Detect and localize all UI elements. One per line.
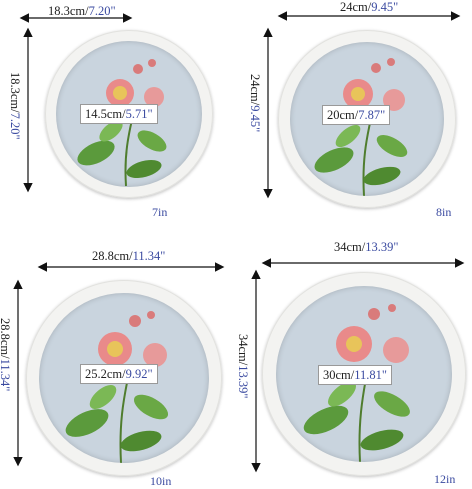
- rose-illustration: [77, 59, 167, 187]
- frame-1-height-label: 18.3cm/7.20": [8, 72, 22, 140]
- rose-illustration: [314, 58, 408, 196]
- rose-illustration: [65, 311, 169, 463]
- frame-3-size-tag: 10in: [150, 474, 172, 488]
- frame-4-inner-label: 30cm/11.81": [318, 365, 393, 385]
- frame-2-width-label: 24cm/9.45": [340, 0, 399, 14]
- frame-2-height-label: 24cm/9.45": [248, 74, 262, 133]
- frame-2-size-tag: 8in: [436, 205, 452, 219]
- frame-1-size-tag: 7in: [152, 205, 168, 219]
- rose-illustration: [303, 304, 410, 462]
- frame-3-height-label: 28.8cm/11.34": [0, 318, 12, 392]
- frame-3-inner-label: 25.2cm/9.92": [80, 364, 158, 384]
- frame-4-width-label: 34cm/13.39": [334, 240, 399, 254]
- frame-1-inner-label: 14.5cm/5.71": [80, 104, 158, 124]
- frame-2-inner-label: 20cm/7.87": [322, 105, 391, 125]
- frame-4-size-tag: 12in: [434, 472, 456, 486]
- frame-1-width-label: 18.3cm/7.20": [48, 4, 116, 18]
- frame-4-height-label: 34cm/13.39": [236, 334, 250, 399]
- frame-3-width-label: 28.8cm/11.34": [92, 249, 166, 263]
